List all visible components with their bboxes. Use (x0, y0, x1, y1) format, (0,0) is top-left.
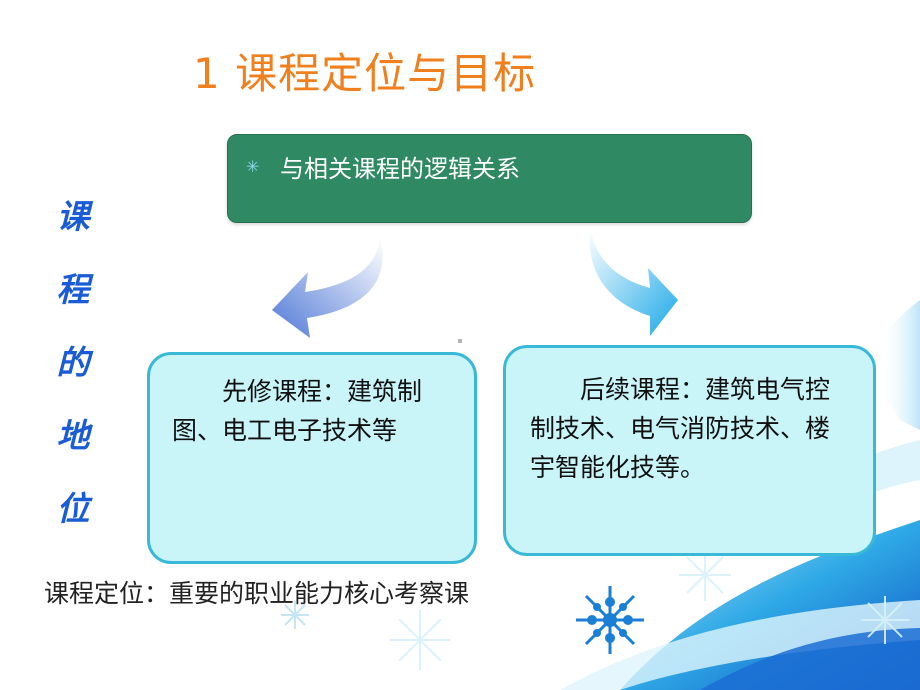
blue-snowflake-icon (576, 586, 644, 654)
asterisk-bullet-icon: ✳ (246, 157, 260, 176)
side-label-char: 程 (56, 270, 90, 309)
side-label-char: 课 (56, 197, 90, 236)
vertical-side-label: 课 程 的 地 位 (40, 180, 106, 545)
header-box-text: 与相关课程的逻辑关系 (280, 155, 520, 183)
side-label-char: 地 (56, 416, 90, 455)
course-positioning-text: 课程定位：重要的职业能力核心考察课 (44, 579, 470, 608)
prerequisite-courses-text: 先修课程：建筑制图、电工电子技术等 (172, 377, 423, 445)
slide-title: 1 课程定位与目标 (193, 49, 537, 98)
prerequisite-courses-box: 先修课程：建筑制图、电工电子技术等 (147, 352, 477, 564)
curved-arrow-down-right-icon (589, 228, 678, 336)
course-relationship-header-box: ✳ 与相关课程的逻辑关系 (227, 134, 752, 223)
side-label-char: 的 (56, 343, 90, 382)
curved-arrow-down-left-icon (272, 238, 383, 338)
follow-up-courses-box: 后续课程：建筑电气控制技术、电气消防技术、楼宇智能化技等。 (503, 345, 876, 556)
side-label-char: 位 (56, 489, 90, 528)
follow-up-courses-text: 后续课程：建筑电气控制技术、电气消防技术、楼宇智能化技等。 (530, 375, 831, 482)
